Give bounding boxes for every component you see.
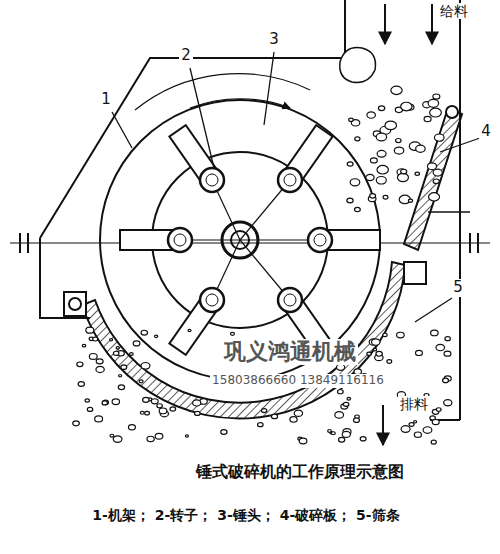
callout-number: 4: [479, 123, 493, 140]
diagram-caption: 1-机架； 2-转子； 3-锤头； 4-破碎板； 5-筛条: [90, 507, 401, 523]
feed-label: 给料: [438, 3, 470, 19]
discharge-label: 排料: [398, 396, 430, 412]
callout-number: 1: [99, 91, 113, 108]
callout-number: 2: [179, 47, 193, 64]
callout-number: 3: [267, 31, 281, 48]
watermark-phone: 15803866660 13849116116: [210, 374, 386, 388]
diagram-title: 锤式破碎机的工作原理示意图: [194, 463, 406, 481]
callout-number: 5: [451, 279, 465, 296]
watermark: 巩义鸿通机械: [222, 339, 358, 364]
